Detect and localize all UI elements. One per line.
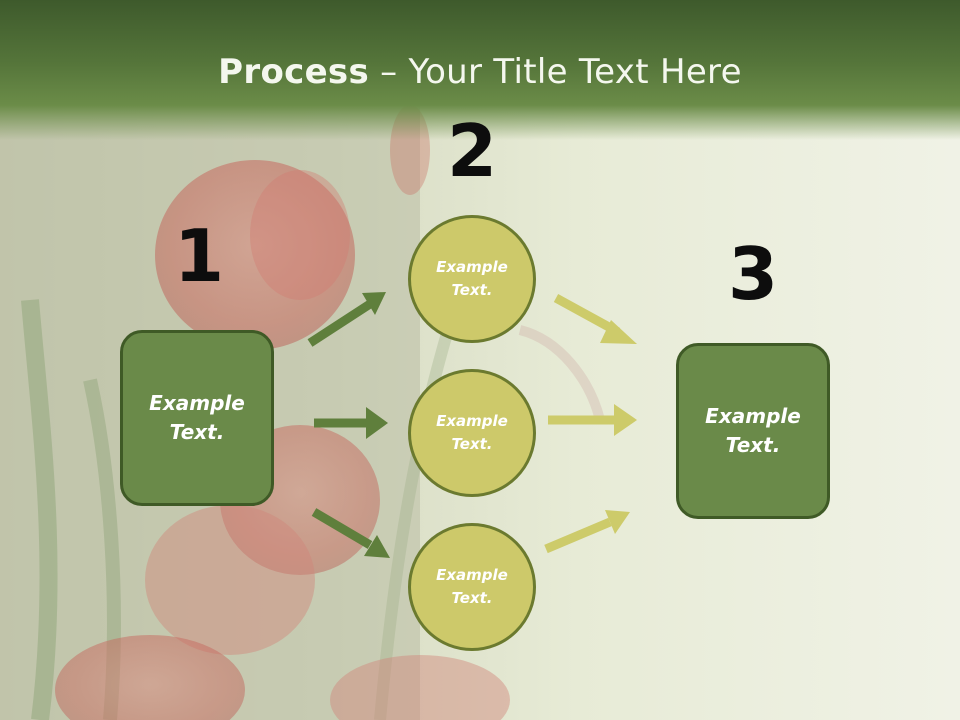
step-number-3: 3 [727,232,779,316]
slide-title: Process – Your Title Text Here [0,52,960,92]
step1-box-label: Example Text. [149,391,245,444]
circle-top-label: Example Text. [436,258,508,299]
step-number-1: 1 [173,214,225,298]
step-number-2: 2 [446,109,498,193]
title-bar [0,0,960,140]
arrow-top-to-right [553,294,637,344]
arrow-bottom-to-right [544,510,630,554]
circle-top: Example Text. [408,215,536,343]
title-bold-text: Process [218,52,370,92]
title-rest-text: – Your Title Text Here [369,52,742,92]
arrow-left-to-bottom [311,508,390,558]
step1-box: Example Text. [120,330,274,506]
step3-box: Example Text. [676,343,830,519]
circle-bottom: Example Text. [408,523,536,651]
arrow-middle-to-right [548,404,637,436]
arrow-left-to-middle [314,407,388,439]
step3-box-label: Example Text. [705,404,801,457]
arrow-left-to-top [307,292,386,347]
circle-middle-label: Example Text. [436,412,508,453]
circle-bottom-label: Example Text. [436,566,508,607]
circle-middle: Example Text. [408,369,536,497]
